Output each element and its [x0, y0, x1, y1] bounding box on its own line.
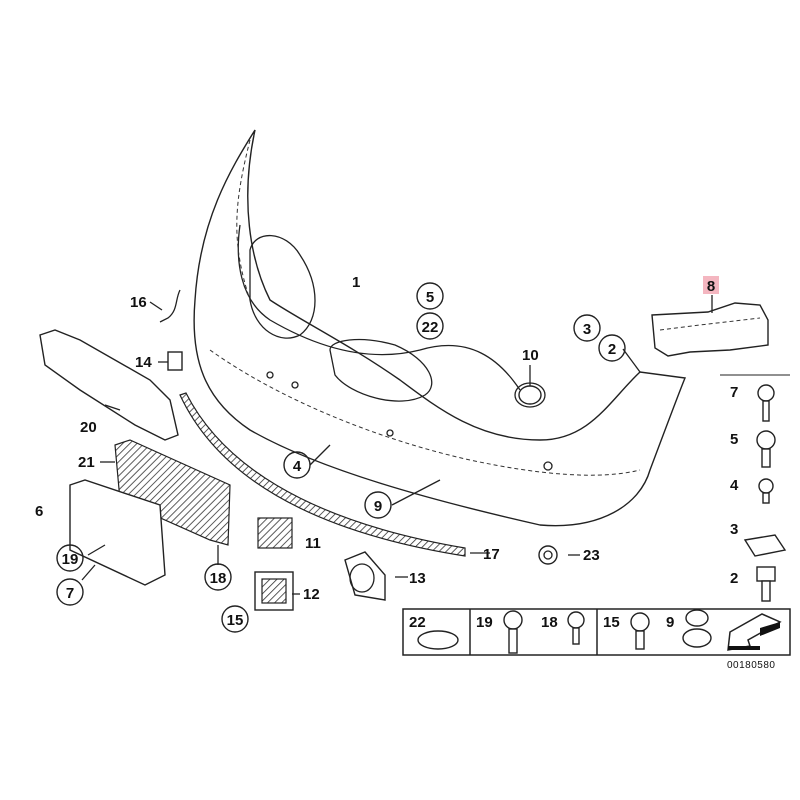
fog-light-cover [344, 551, 386, 601]
callout-14[interactable]: 14 [135, 354, 152, 371]
callout-18[interactable]: 18 [210, 570, 227, 587]
callout-11[interactable]: 11 [305, 535, 321, 552]
sensor [538, 545, 558, 565]
leader-lines [81, 295, 713, 595]
air-duct [651, 302, 769, 357]
license-plate-bracket [69, 479, 166, 586]
bumper-cover [193, 129, 686, 527]
callout-circles [56, 282, 626, 633]
fastener-column [720, 374, 790, 602]
callout-19[interactable]: 19 [62, 551, 79, 568]
callout-4[interactable]: 4 [293, 458, 302, 475]
box-label-9[interactable]: 9 [666, 614, 674, 631]
side-label-7[interactable]: 7 [730, 384, 738, 401]
tow-hook-cap [518, 385, 542, 405]
callout-2[interactable]: 2 [608, 341, 616, 358]
callout-8[interactable]: 8 [707, 278, 715, 295]
callout-1[interactable]: 1 [352, 274, 360, 291]
box-label-18[interactable]: 18 [541, 614, 558, 631]
side-label-4[interactable]: 4 [730, 477, 739, 494]
callout-9[interactable]: 9 [374, 498, 382, 515]
side-label-2[interactable]: 2 [730, 570, 738, 587]
fastener-legend-box [402, 608, 791, 656]
callout-17[interactable]: 17 [483, 546, 500, 563]
callout-13[interactable]: 13 [409, 570, 426, 587]
callout-23[interactable]: 23 [583, 547, 600, 564]
callout-5[interactable]: 5 [426, 289, 434, 306]
callout-15[interactable]: 15 [227, 612, 244, 629]
highlight-box [703, 276, 719, 294]
bracket [167, 351, 183, 371]
fastener-box-labels: 22 19 18 15 9 [409, 614, 674, 631]
box-label-22[interactable]: 22 [409, 614, 426, 631]
callout-21[interactable]: 21 [78, 454, 95, 471]
sensor-wire [159, 289, 181, 323]
bumper-reinforcement [39, 329, 179, 441]
side-label-3[interactable]: 3 [730, 521, 738, 538]
box-label-15[interactable]: 15 [603, 614, 620, 631]
callout-12[interactable]: 12 [303, 586, 320, 603]
callout-7[interactable]: 7 [66, 585, 74, 602]
drawing-number: 00180580 [727, 660, 776, 671]
callout-3[interactable]: 3 [583, 321, 591, 338]
side-label-5[interactable]: 5 [730, 431, 738, 448]
box-label-19[interactable]: 19 [476, 614, 493, 631]
grille-insert [257, 517, 293, 549]
side-column-labels: 7 5 4 3 2 [730, 384, 739, 587]
callout-10[interactable]: 10 [522, 347, 539, 364]
trim-strip [179, 392, 466, 557]
callout-6[interactable]: 6 [35, 503, 43, 520]
grille-frame [261, 578, 287, 604]
callout-16[interactable]: 16 [130, 294, 147, 311]
callout-20[interactable]: 20 [80, 419, 97, 436]
callout-22[interactable]: 22 [422, 319, 439, 336]
callout-labels: 1 2 3 4 5 6 7 8 9 10 11 12 13 14 15 16 1… [35, 274, 715, 629]
